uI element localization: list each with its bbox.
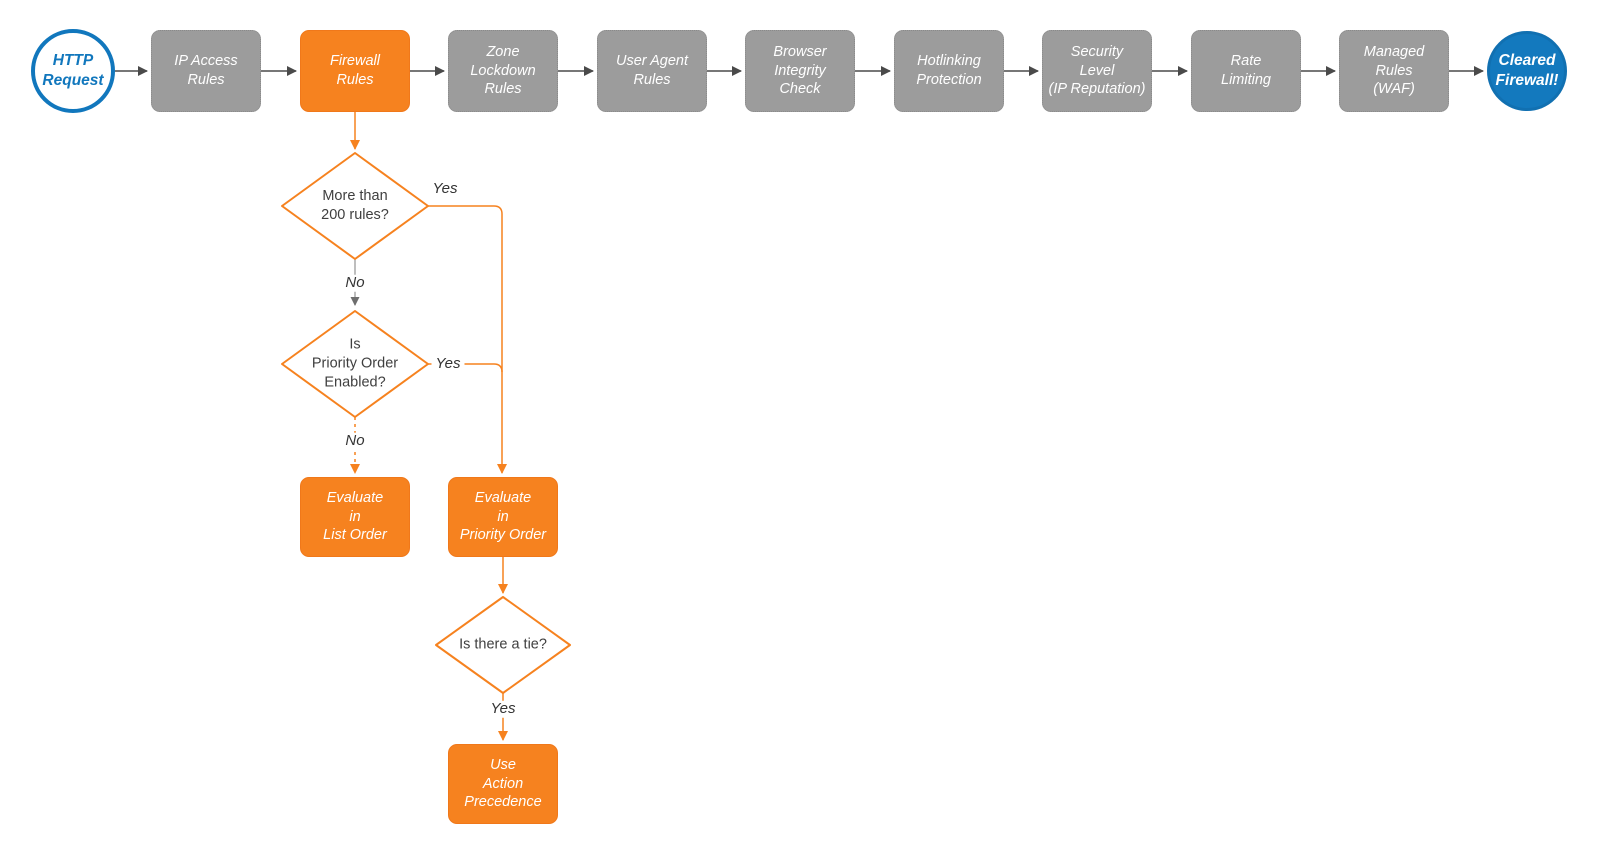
action-node-label: Use Action Precedence xyxy=(464,756,542,811)
action-node-use-action-precedence: Use Action Precedence xyxy=(448,744,558,824)
pipeline-node-label: Zone Lockdown Rules xyxy=(470,43,536,98)
pipeline-node-label: User Agent Rules xyxy=(616,53,688,88)
end-node-label: Cleared Firewall! xyxy=(1495,51,1559,89)
pipeline-node-security-level: Security Level (IP Reputation) xyxy=(1042,30,1152,112)
edge-label-rules-no: No xyxy=(341,274,369,292)
decision-label-tie: Is there a tie? xyxy=(459,636,547,653)
start-node-label: HTTP Request xyxy=(42,51,104,89)
edge-label-rules-yes: Yes xyxy=(428,180,462,198)
edge-rules-yes-to-priority-order xyxy=(428,205,507,474)
edge-label-tie-yes: Yes xyxy=(486,700,520,718)
pipeline-node-user-agent-rules: User Agent Rules xyxy=(597,30,707,112)
pipeline-node-zone-lockdown-rules: Zone Lockdown Rules xyxy=(448,30,558,112)
action-node-label: Evaluate in List Order xyxy=(323,489,387,544)
pipeline-node-browser-integrity-check: Browser Integrity Check xyxy=(745,30,855,112)
pipeline-node-rate-limiting: Rate Limiting xyxy=(1191,30,1301,112)
edge-label-priority-no: No xyxy=(341,432,369,450)
edge-label-priority-yes: Yes xyxy=(431,355,465,373)
pipeline-node-hotlinking-protection: Hotlinking Protection xyxy=(894,30,1004,112)
end-node-cleared-firewall: Cleared Firewall! xyxy=(1487,31,1567,111)
pipeline-node-managed-rules-waf: Managed Rules (WAF) xyxy=(1339,30,1449,112)
pipeline-node-label: Browser Integrity Check xyxy=(773,43,827,98)
pipeline-node-label: IP Access Rules xyxy=(174,53,238,88)
pipeline-node-label: Hotlinking Protection xyxy=(916,53,982,88)
pipeline-node-label: Managed Rules (WAF) xyxy=(1363,43,1425,98)
start-node-http-request: HTTP Request xyxy=(31,29,115,113)
decision-diamonds xyxy=(281,152,571,694)
decision-label-rules-count: More than 200 rules? xyxy=(321,188,389,223)
decision-label-priority-enabled: Is Priority Order Enabled? xyxy=(311,336,399,391)
action-node-evaluate-list-order: Evaluate in List Order xyxy=(300,477,410,557)
pipeline-node-label: Security Level (IP Reputation) xyxy=(1048,43,1146,98)
pipeline-node-firewall-rules: Firewall Rules xyxy=(300,30,410,112)
action-node-evaluate-priority-order: Evaluate in Priority Order xyxy=(448,477,558,557)
action-node-label: Evaluate in Priority Order xyxy=(459,489,547,544)
pipeline-node-ip-access-rules: IP Access Rules xyxy=(151,30,261,112)
pipeline-node-label: Firewall Rules xyxy=(330,53,380,88)
pipeline-node-label: Rate Limiting xyxy=(1221,53,1271,88)
